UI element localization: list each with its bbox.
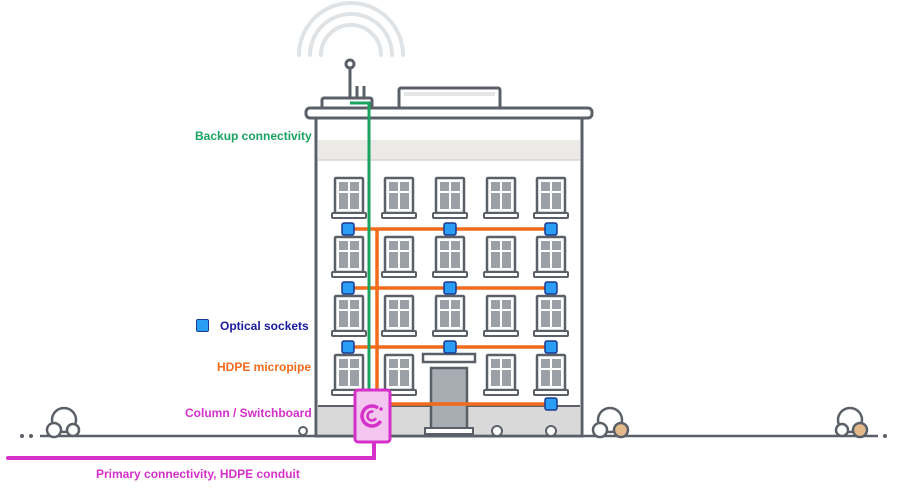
window (331, 176, 367, 219)
optical-socket-icon (544, 281, 558, 295)
optical-sockets (341, 222, 558, 411)
optical-socket-icon (443, 222, 457, 236)
wireless-signal-icon (297, 1, 405, 57)
window (381, 176, 417, 219)
window (432, 235, 468, 278)
window (533, 294, 569, 337)
primary-connectivity-label: Primary connectivity, HDPE conduit (96, 467, 300, 481)
window (331, 294, 367, 337)
optical-socket-icon (544, 340, 558, 354)
window (381, 235, 417, 278)
optical-sockets-label: Optical sockets (220, 319, 309, 333)
hdpe-micropipe-label: HDPE micropipe (217, 360, 312, 374)
building (304, 58, 594, 438)
backup-connectivity-label: Backup connectivity (195, 129, 312, 143)
optical-socket-icon (544, 222, 558, 236)
window (483, 353, 519, 396)
window (533, 176, 569, 219)
window (381, 294, 417, 337)
window (483, 294, 519, 337)
optical-socket-icon (544, 397, 558, 411)
bush-right (834, 406, 869, 439)
window (533, 235, 569, 278)
window (432, 294, 468, 337)
switchboard-column (353, 388, 392, 444)
optical-socket-icon (341, 340, 355, 354)
window (331, 235, 367, 278)
windows (331, 176, 569, 396)
column-switchboard-label: Column / Switchboard (185, 406, 312, 420)
optical-socket-icon (341, 281, 355, 295)
optical-socket-icon (341, 222, 355, 236)
optical-socket-icon (443, 340, 457, 354)
primary-connectivity-line (6, 434, 376, 460)
window (381, 353, 417, 396)
optical-socket-icon (443, 281, 457, 295)
bush-left (45, 406, 81, 439)
window (331, 353, 367, 396)
switchboard-logo-icon (360, 404, 384, 428)
optical-socket-legend-icon (196, 319, 209, 332)
window (432, 176, 468, 219)
antenna-icon (344, 58, 366, 98)
window (483, 235, 519, 278)
window (533, 353, 569, 396)
bush-middle (591, 406, 630, 439)
window (483, 176, 519, 219)
backup-connectivity-line (350, 101, 371, 390)
